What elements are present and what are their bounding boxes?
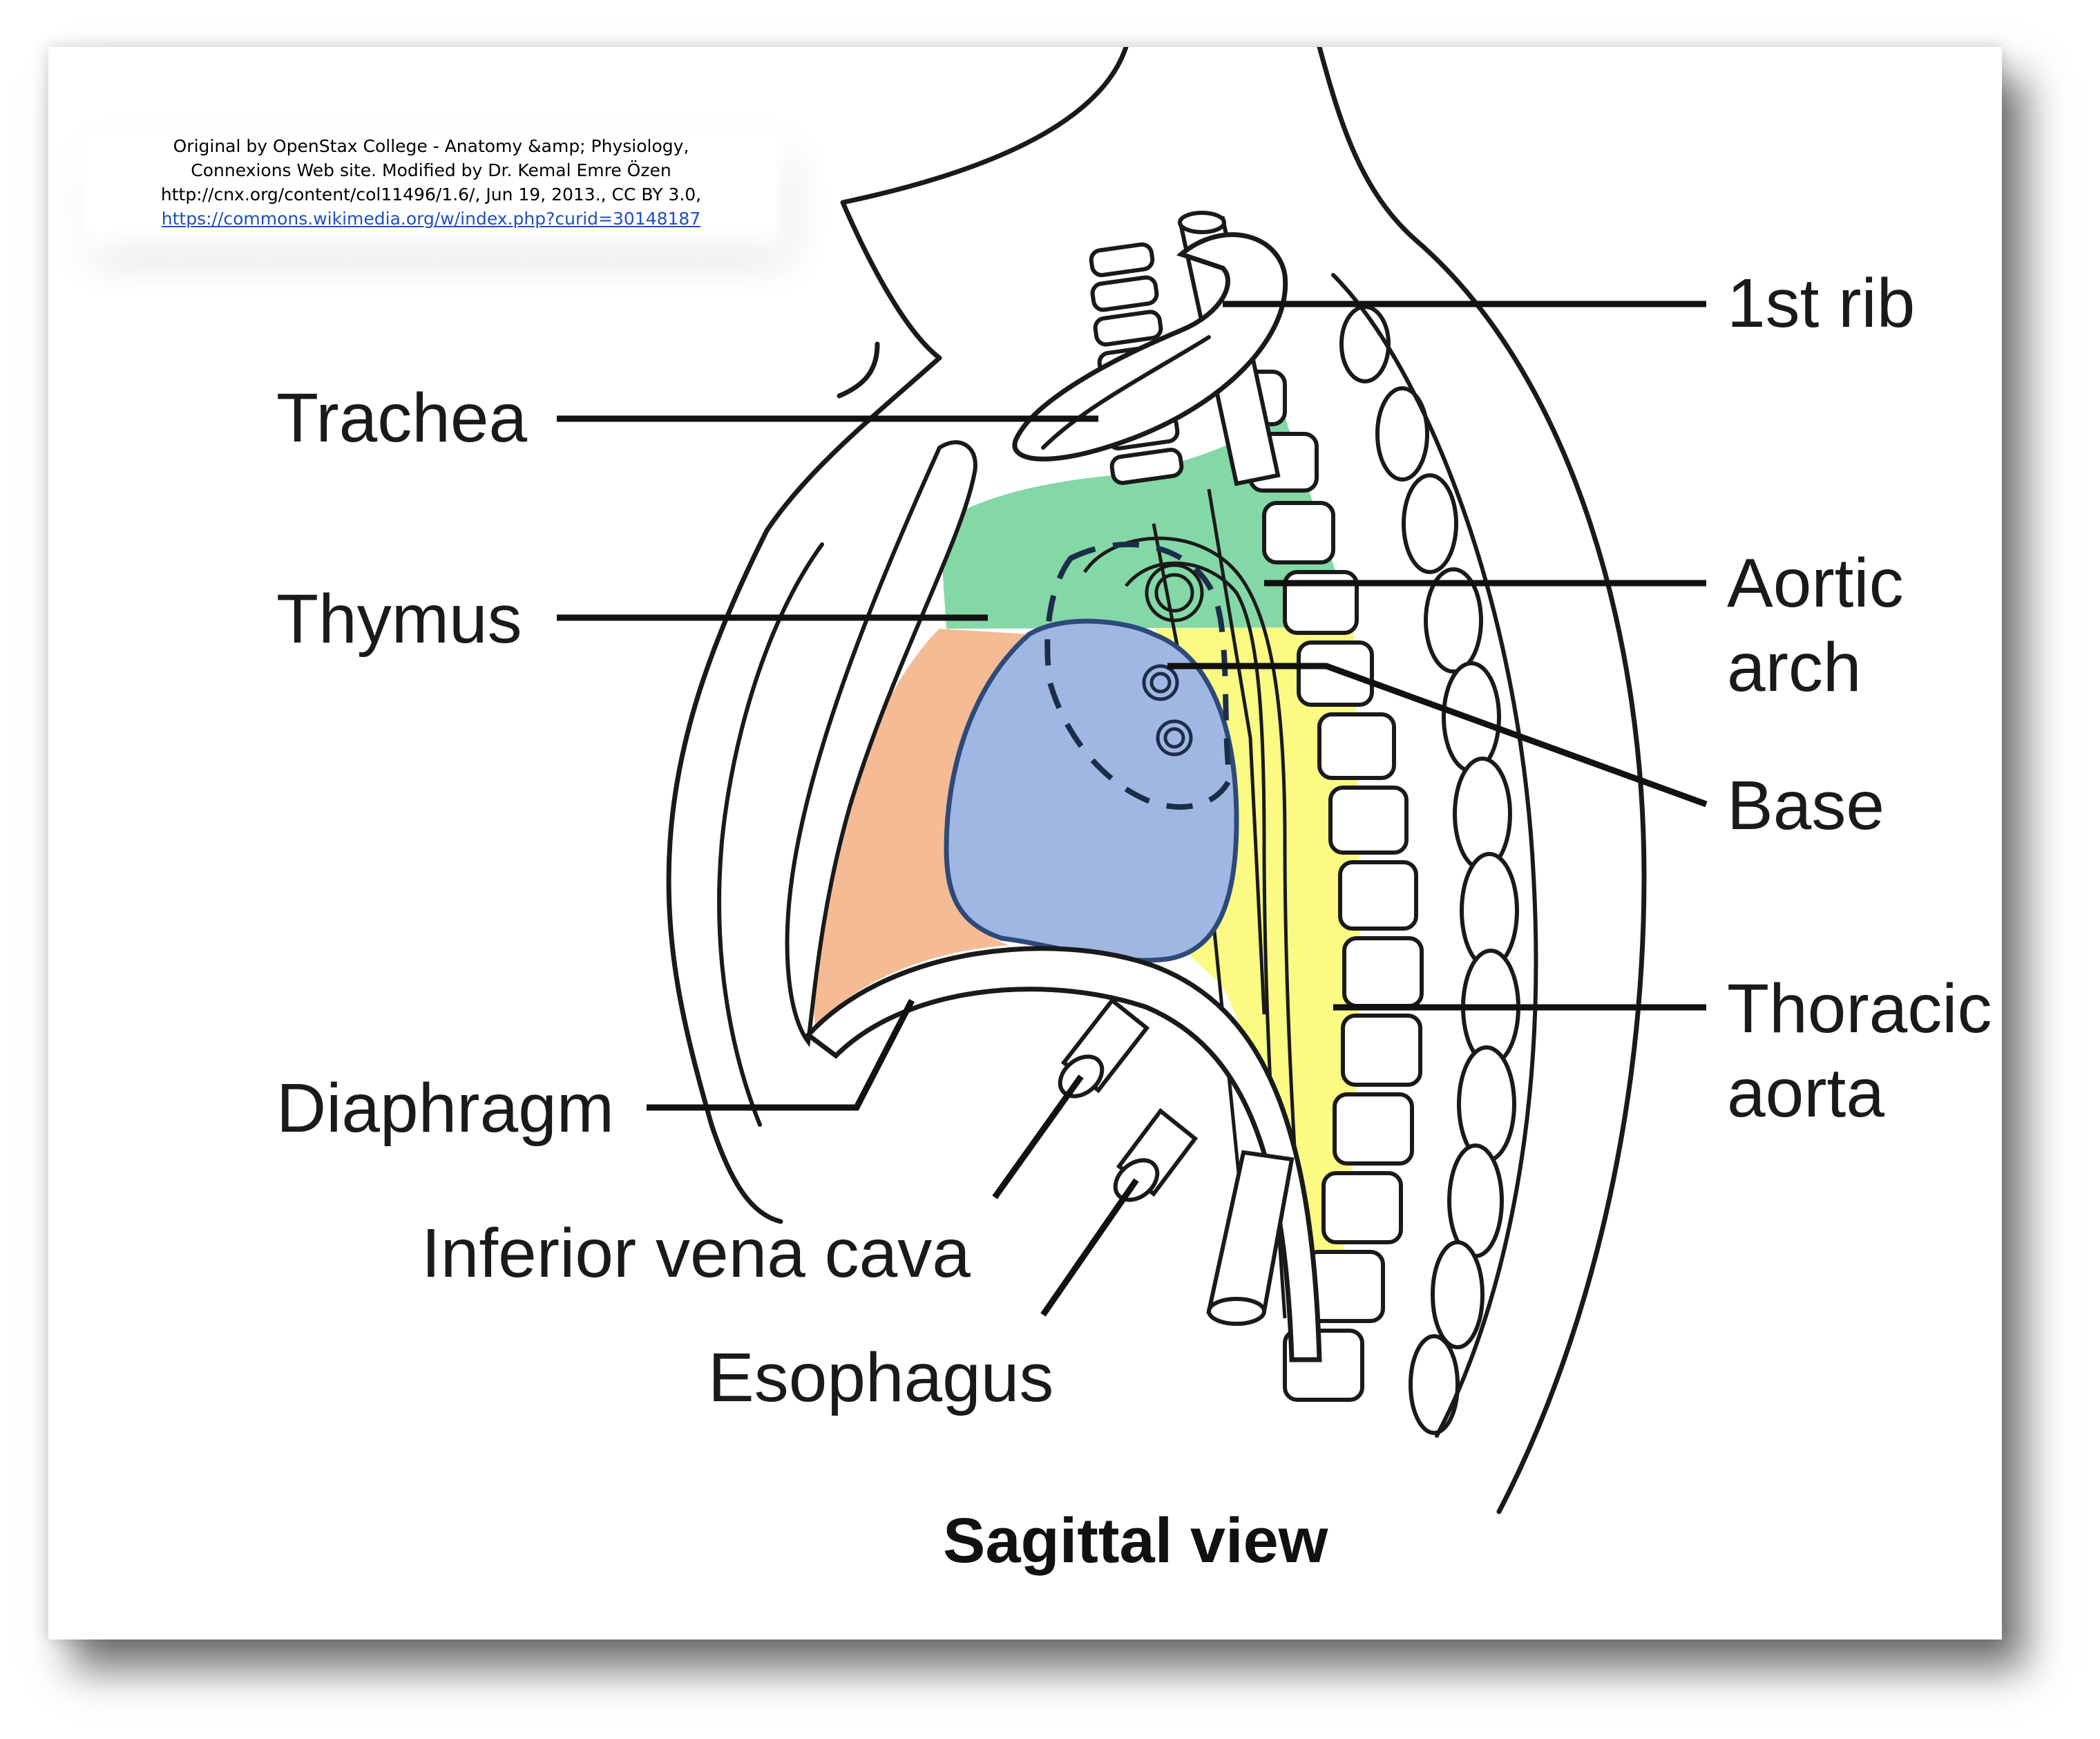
credit-line-1: Original by OpenStax College - Anatomy &… — [173, 136, 689, 156]
label-base: Base — [1727, 767, 1884, 844]
figure-card: Original by OpenStax College - Anatomy &… — [48, 47, 2002, 1640]
credit-line-2: Connexions Web site. Modified by Dr. Kem… — [191, 160, 671, 180]
label-aortic-arch-line2: arch — [1727, 629, 1862, 706]
label-aortic-arch-line1: Aortic — [1727, 544, 1904, 622]
credit-link[interactable]: https://commons.wikimedia.org/w/index.ph… — [161, 209, 701, 229]
leader-diaphragm — [647, 998, 915, 1111]
sternum — [785, 440, 977, 1047]
pulmonary-vessels — [1142, 664, 1193, 757]
label-thymus: Thymus — [276, 580, 522, 658]
label-diaphragm: Diaphragm — [276, 1070, 614, 1147]
orange-region — [813, 629, 1029, 1028]
label-inferior-vena-cava: Inferior vena cava — [421, 1215, 971, 1292]
yellow-region — [1126, 627, 1360, 1318]
attribution-credit: Original by OpenStax College - Anatomy &… — [86, 134, 776, 231]
label-trachea: Trachea — [276, 379, 528, 457]
label-thoracic-aorta-line1: Thoracic — [1727, 970, 1992, 1047]
label-first-rib: 1st rib — [1727, 265, 1915, 342]
body-outline — [666, 47, 1647, 1514]
sagittal-diagram: 1st rib Trachea Thymus Aortic arch Base … — [276, 47, 1992, 1576]
leader-base — [1167, 663, 1708, 808]
leader-inferior-vena-cava — [992, 1074, 1084, 1199]
first-rib-shape — [1012, 232, 1288, 462]
spinal-line — [1331, 273, 1538, 1438]
credit-line-3: http://cnx.org/content/col11496/1.6/, Ju… — [160, 184, 702, 205]
esophagus-lower-tube — [1206, 1150, 1295, 1313]
leader-lines — [557, 301, 1708, 1317]
base-dashed-outline — [1044, 542, 1233, 810]
label-thoracic-aorta-line2: aorta — [1727, 1054, 1884, 1132]
caption-sagittal-view: Sagittal view — [943, 1505, 1328, 1576]
heart — [944, 618, 1239, 963]
leader-esophagus — [1040, 1178, 1139, 1317]
diaphragm-arch — [804, 946, 1322, 1362]
label-esophagus: Esophagus — [708, 1339, 1053, 1416]
